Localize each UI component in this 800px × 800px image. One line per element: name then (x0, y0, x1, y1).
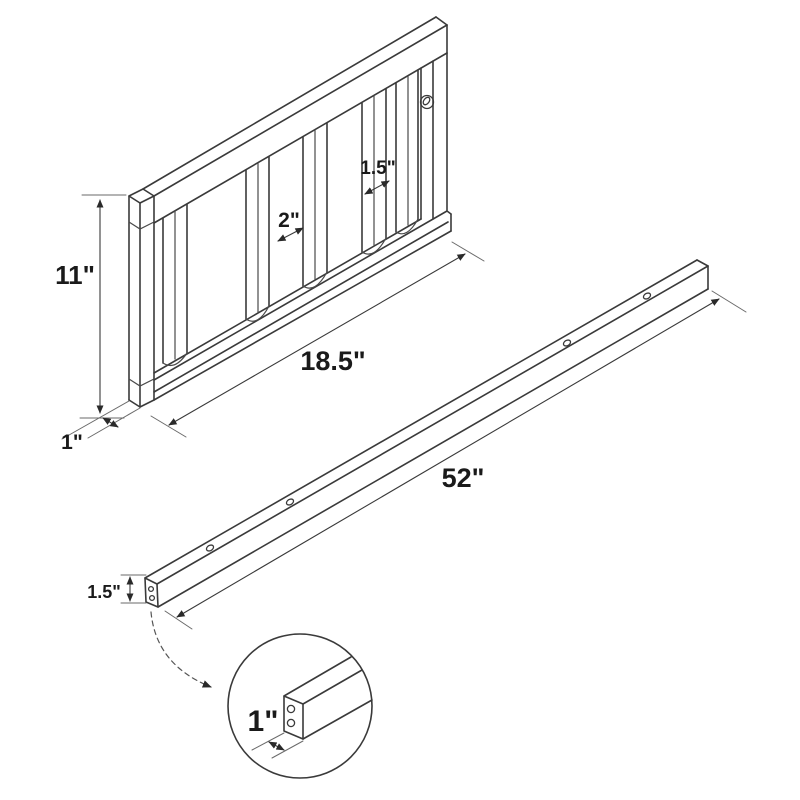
slat (361, 88, 387, 255)
rail-end-hole (147, 585, 155, 593)
rail-ridge-edge (156, 265, 709, 585)
detail-end-face (283, 695, 304, 740)
rail-front-bottom-edge (157, 288, 709, 608)
extension-line (711, 290, 747, 313)
panel-depth-label: 1" (61, 431, 83, 454)
dimension-line (176, 298, 720, 618)
extension-line (451, 241, 485, 262)
slat (395, 69, 419, 235)
dim-slat-gap: 2" (277, 209, 304, 242)
slat (302, 122, 328, 289)
dim-panel-length: 18.5" (150, 241, 485, 438)
rail-apex-edge (696, 259, 709, 267)
post-bottom-front-edge (139, 399, 155, 408)
top-rail-front-edge (153, 24, 448, 197)
post-bottom-left-edge (128, 399, 141, 408)
dimension-line (364, 180, 390, 195)
dimension-line (102, 417, 119, 428)
post-top-joint-line (128, 221, 155, 230)
dim-rail-height: 1.5" (87, 574, 147, 604)
detail-end-hole (286, 718, 296, 728)
slat (162, 203, 188, 366)
dim-rail-end-width: 1" (248, 705, 304, 759)
panel-top-rail (142, 16, 448, 224)
panel-height-label: 11" (55, 260, 95, 290)
rail-height-label: 1.5" (87, 582, 121, 602)
slat-foot (395, 218, 419, 235)
rail-left-end-face (144, 577, 159, 608)
extension-line (87, 407, 141, 439)
panel-length-label: 18.5" (300, 346, 365, 376)
extension-line (251, 732, 285, 751)
extension-line (61, 400, 130, 440)
detail-leader-curve (150, 611, 212, 688)
side-rail (144, 259, 709, 608)
detail-end-hole (286, 704, 296, 714)
top-rail-apex-edge (435, 16, 448, 26)
cam-lock-hole-slot (422, 96, 431, 106)
dimension-line (277, 227, 304, 242)
post-bottom-joint-line (128, 378, 155, 387)
detail-front-bottom-edge (302, 699, 373, 740)
detail-view: 1" (150, 611, 373, 779)
detail-top-back-edge (283, 656, 352, 697)
detail-rail-end (283, 656, 373, 740)
top-rail-bottom-edge (153, 52, 448, 224)
rail-top-back-edge (144, 259, 698, 579)
rail-top-hole (642, 292, 652, 300)
bottom-rail-end-top-edge (446, 210, 452, 215)
dim-panel-depth: 1" (61, 400, 141, 454)
slat (245, 156, 270, 322)
dim-slat-width: 1.5" (360, 158, 396, 195)
top-rail-back-edge (142, 16, 437, 190)
dim-panel-height: 11" (55, 194, 127, 419)
extension-line (150, 415, 187, 438)
panel-right-stile (419, 52, 448, 220)
cam-lock-hole (419, 94, 435, 110)
rail-end-width-label: 1" (248, 705, 279, 738)
panel-left-post (128, 188, 155, 408)
slat-gap-label: 2" (278, 209, 300, 232)
detail-ridge-edge (302, 669, 363, 705)
dimension-line (268, 741, 285, 751)
bottom-rail-shelf-edge (153, 218, 422, 374)
detail-circle (227, 633, 373, 779)
dim-rail-length: 52" (164, 290, 747, 630)
slat-width-label: 1.5" (360, 158, 395, 179)
post-top-face (128, 188, 155, 204)
extension-line (271, 740, 304, 759)
extension-line (164, 610, 193, 630)
rail-end-hole (148, 594, 156, 602)
slat-foot (361, 237, 387, 255)
rail-length-label: 52" (442, 463, 485, 493)
